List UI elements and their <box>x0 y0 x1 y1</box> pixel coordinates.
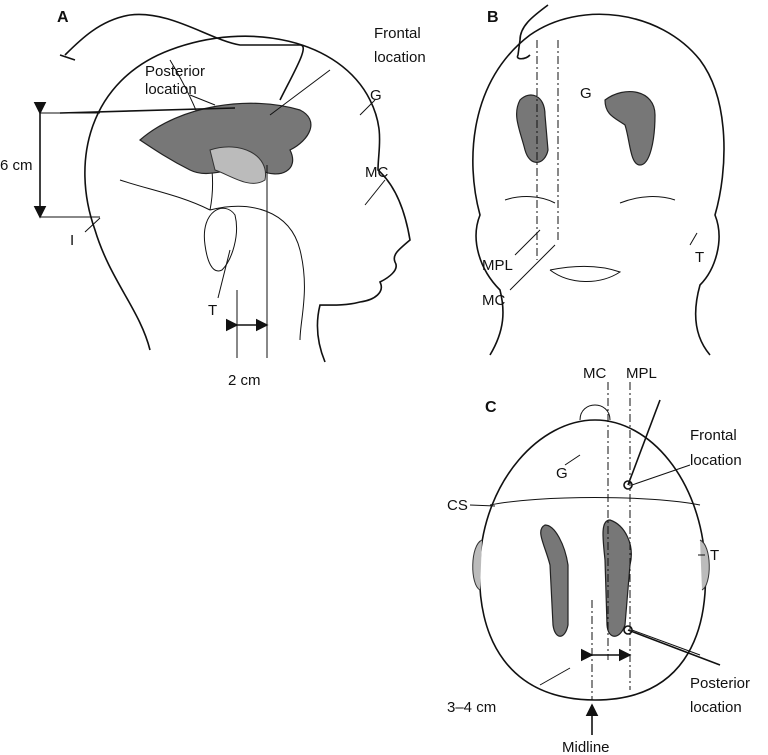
posterior-location-label-c-2: location <box>690 699 742 716</box>
nose-top <box>579 404 611 421</box>
head-outline-top <box>478 419 707 701</box>
posterior-entry-line <box>59 107 236 114</box>
ear-a <box>203 207 237 272</box>
left-ventricle-c <box>540 524 569 637</box>
two-cm-label: 2 cm <box>228 372 261 389</box>
suture-lines <box>119 59 305 341</box>
three-four-cm-label: 3–4 cm <box>447 699 496 716</box>
mpl-label-b: MPL <box>482 257 513 274</box>
midline-label: Midline <box>562 739 610 755</box>
panel-c: C MC MPL Frontal location G CS T Posteri… <box>447 365 750 755</box>
posterior-location-label-a: Posterior <box>145 63 205 80</box>
coronal-suture <box>489 497 701 506</box>
g-label-b: G <box>580 85 592 102</box>
ear-c <box>699 539 710 591</box>
panel-label-a: A <box>57 9 69 26</box>
six-cm-label: 6 cm <box>0 157 33 174</box>
panel-label-b: B <box>487 9 499 26</box>
frontal-catheter-c <box>627 399 661 486</box>
head-outline-lateral <box>84 35 411 363</box>
mouth-b <box>549 265 622 282</box>
frontal-location-label-c-2: location <box>690 452 742 469</box>
temporal-horn-a <box>209 146 266 184</box>
posterior-catheter-c <box>627 629 721 666</box>
frontal-location-label-c: Frontal <box>690 427 737 444</box>
posterior-location-label-a-2: location <box>145 81 197 98</box>
mpl-label-c: MPL <box>626 365 657 382</box>
t-label-c: T <box>710 547 719 564</box>
catheter-end <box>59 54 76 61</box>
panel-label-c: C <box>485 399 497 416</box>
t-label-b: T <box>695 249 704 266</box>
i-label: I <box>70 232 74 249</box>
mc-label-b: MC <box>482 292 505 309</box>
catheter-b <box>516 4 549 60</box>
frontal-location-label-a: Frontal <box>374 25 421 42</box>
g-label-c: G <box>556 465 568 482</box>
lateral-ventricle-a <box>139 102 312 175</box>
frontal-leader <box>269 69 331 116</box>
frontal-location-label-a-2: location <box>374 49 426 66</box>
mc-label-a: MC <box>365 164 388 181</box>
panel-a: A Posterior location Frontal location G … <box>0 9 426 389</box>
right-frontal-horn-b <box>604 91 656 166</box>
left-frontal-horn-b <box>516 94 549 163</box>
cs-label: CS <box>447 497 468 514</box>
t-label-a: T <box>208 302 217 319</box>
g-label-a: G <box>370 87 382 104</box>
head-outline-frontal <box>472 13 725 356</box>
ear-c-left <box>472 539 483 591</box>
catheter-a <box>64 13 305 101</box>
eyes-b <box>504 196 676 204</box>
posterior-location-label-c: Posterior <box>690 675 750 692</box>
panel-b: B G MPL MC T <box>472 4 725 356</box>
mc-label-c: MC <box>583 365 606 382</box>
right-ventricle-c <box>602 519 632 637</box>
